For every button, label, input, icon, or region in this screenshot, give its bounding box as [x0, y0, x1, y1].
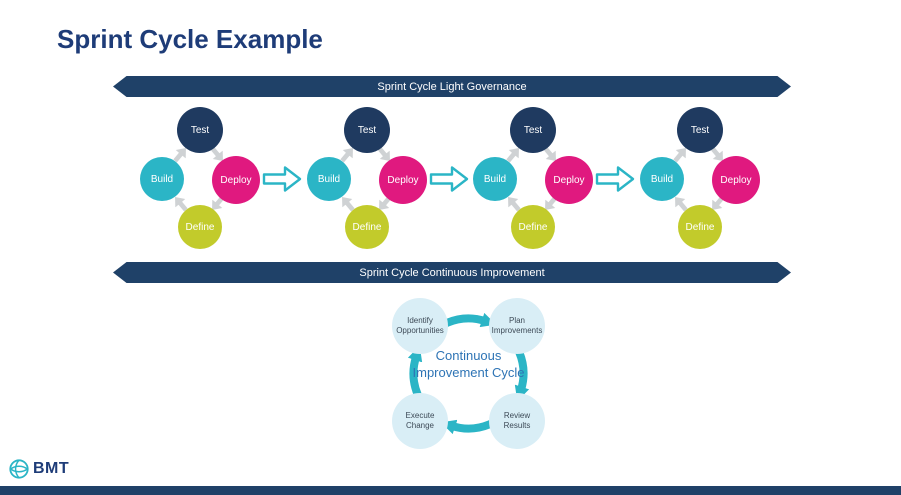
test-node: Test [344, 107, 390, 153]
banner-light-governance-label: Sprint Cycle Light Governance [377, 80, 527, 93]
cycle-center-label: Continuous Improvement Cycle [412, 348, 525, 380]
bmt-logo-icon [9, 459, 29, 479]
build-node: Build [307, 157, 351, 201]
banner-continuous-improvement: Sprint Cycle Continuous Improvement [113, 262, 791, 283]
execute-change-node: Execute Change [392, 393, 448, 449]
sprint-cycle-4: Test Build Deploy Define [640, 107, 760, 252]
plan-improvements-node: Plan Improvements [489, 298, 545, 354]
plan-improvements-label: Plan Improvements [491, 316, 543, 335]
test-node: Test [677, 107, 723, 153]
sprint-cycle-3: Test Build Deploy Define [473, 107, 593, 252]
review-results-label: Review Results [503, 411, 531, 430]
banner-light-governance: Sprint Cycle Light Governance [113, 76, 791, 97]
deploy-node: Deploy [379, 156, 427, 204]
deploy-label: Deploy [220, 174, 252, 186]
identify-opportunities-node: Identify Opportunities [392, 298, 448, 354]
deploy-label: Deploy [720, 174, 752, 186]
build-node: Build [473, 157, 517, 201]
define-node: Define [678, 205, 722, 249]
deploy-node: Deploy [545, 156, 593, 204]
define-label: Define [352, 221, 382, 233]
continuous-improvement-cycle: Identify Opportunities Plan Improvements… [348, 291, 588, 461]
deploy-node: Deploy [712, 156, 760, 204]
build-node: Build [140, 157, 184, 201]
build-label: Build [650, 173, 674, 185]
bmt-logo: BMT [8, 458, 69, 480]
banner-continuous-improvement-label: Sprint Cycle Continuous Improvement [359, 266, 545, 279]
test-label: Test [523, 124, 543, 136]
deploy-label: Deploy [387, 174, 419, 186]
test-node: Test [177, 107, 223, 153]
deploy-node: Deploy [212, 156, 260, 204]
deploy-label: Deploy [553, 174, 585, 186]
test-node: Test [510, 107, 556, 153]
define-label: Define [685, 221, 715, 233]
define-node: Define [345, 205, 389, 249]
next-sprint-arrow-icon [429, 166, 469, 192]
page-title: Sprint Cycle Example [57, 24, 323, 54]
identify-opportunities-label: Identify Opportunities [396, 316, 444, 335]
define-label: Define [518, 221, 548, 233]
next-sprint-arrow-icon [262, 166, 302, 192]
test-label: Test [357, 124, 377, 136]
build-label: Build [483, 173, 507, 185]
bmt-logo-text: BMT [33, 460, 70, 477]
next-sprint-arrow-icon [595, 166, 635, 192]
execute-change-label: Execute Change [405, 411, 435, 430]
build-node: Build [640, 157, 684, 201]
build-label: Build [317, 173, 341, 185]
build-label: Build [150, 173, 174, 185]
define-label: Define [185, 221, 215, 233]
test-label: Test [190, 124, 210, 136]
review-results-node: Review Results [489, 393, 545, 449]
footer-bar [0, 486, 901, 495]
test-label: Test [690, 124, 710, 136]
define-node: Define [178, 205, 222, 249]
sprint-cycle-1: Test Build Deploy Define [140, 107, 260, 252]
sprint-cycle-2: Test Build Deploy Define [307, 107, 427, 252]
define-node: Define [511, 205, 555, 249]
